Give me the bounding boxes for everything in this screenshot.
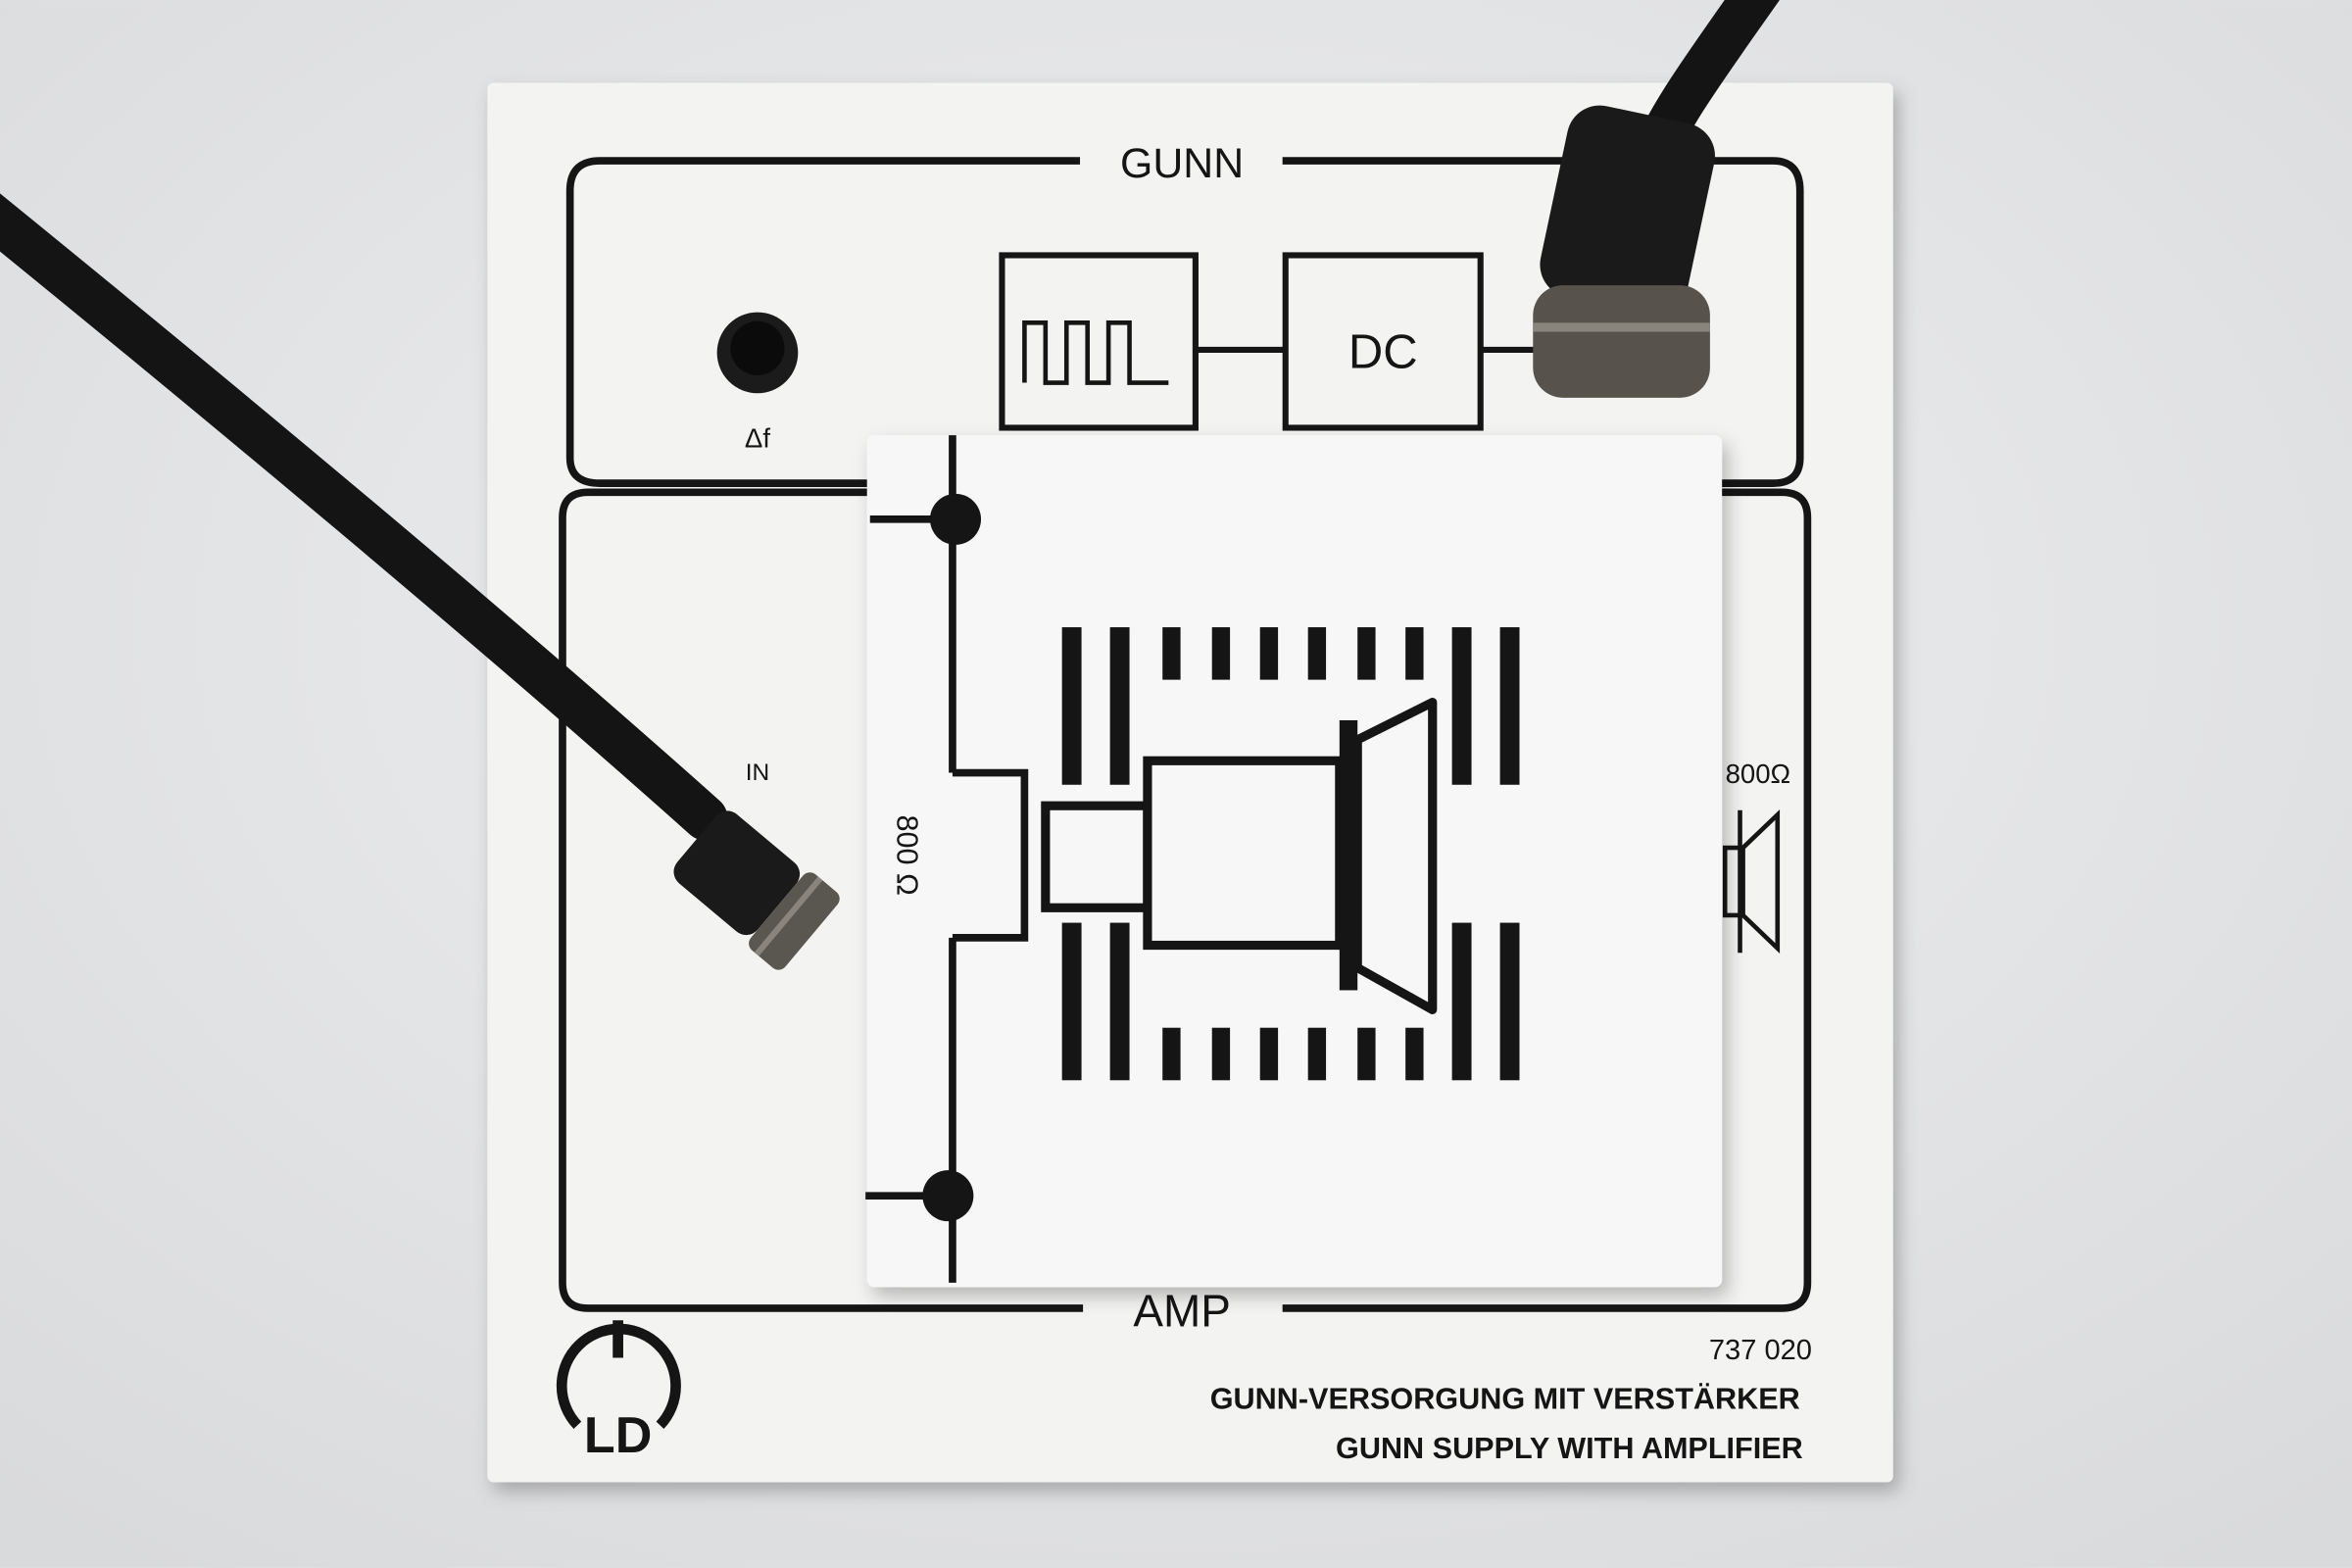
square-wave-generator-block: [999, 252, 1199, 431]
vent-slots: [1061, 627, 1520, 1081]
resistor-symbol: [952, 768, 1029, 942]
left-bnc-cable[interactable]: [0, 193, 843, 974]
catalog-number: 737 020: [1709, 1335, 1812, 1366]
gunn-section-label: GUNN: [1120, 140, 1244, 187]
loudspeaker-icon: [1041, 697, 1438, 1014]
side-resistance-label: 800Ω: [1726, 759, 1791, 789]
amp-section-label: AMP: [1133, 1285, 1230, 1336]
logo-text: LD: [584, 1407, 652, 1464]
title-german: GUNN-VERSORGUNG MIT VERSTÄRKER: [1210, 1383, 1800, 1416]
square-wave-icon: [1022, 320, 1169, 385]
junction-dot: [929, 493, 982, 545]
dc-block: [1282, 252, 1484, 431]
right-bnc-cable[interactable]: [1533, 0, 1780, 398]
junction-dot: [922, 1170, 974, 1222]
frequency-adjust-knob[interactable]: [716, 312, 799, 394]
delta-f-label: Δf: [745, 422, 770, 453]
speaker-symbol-icon: [1722, 809, 1781, 954]
input-label: IN: [746, 760, 769, 786]
ld-logo: LD: [556, 1320, 681, 1464]
title-english: GUNN SUPPLY WITH AMPLIFIER: [1336, 1432, 1803, 1465]
resistance-label: 800 Ω: [890, 814, 923, 895]
dc-label: DC: [1348, 325, 1418, 378]
speaker-cover-plate: 800 Ω: [865, 435, 1723, 1288]
